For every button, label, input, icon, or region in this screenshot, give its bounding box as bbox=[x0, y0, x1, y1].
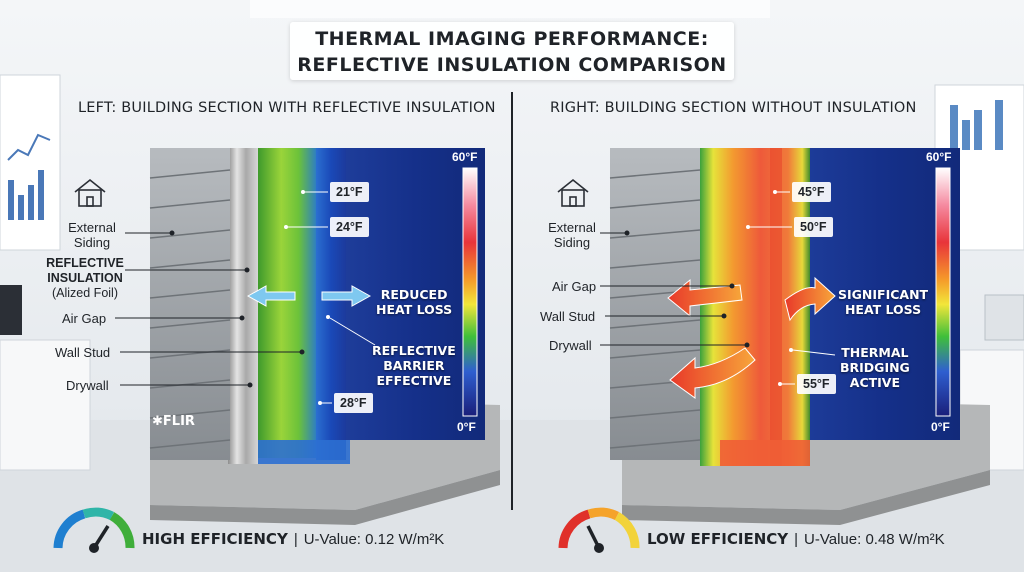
left-label-air-gap: Air Gap bbox=[62, 311, 107, 326]
reflect-arrows bbox=[246, 285, 372, 307]
left-label-drywall: Drywall bbox=[66, 378, 109, 393]
right-scale-max: 60°F bbox=[926, 150, 952, 164]
right-label-drywall: Drywall bbox=[549, 338, 592, 353]
left-panel-heading: LEFT: BUILDING SECTION WITH REFLECTIVE I… bbox=[78, 100, 496, 116]
left-temp-tag-1: 21°F bbox=[330, 182, 369, 202]
gauge-icon-left bbox=[53, 507, 135, 553]
right-temp-tag-2: 50°F bbox=[794, 217, 833, 237]
right-label-wall-stud: Wall Stud bbox=[540, 309, 596, 324]
house-icon-left bbox=[74, 178, 106, 207]
right-label-air-gap: Air Gap bbox=[552, 279, 597, 294]
left-label-insulation: REFLECTIVE INSULATION (Alized Foil) bbox=[46, 256, 124, 300]
heat-loss-arrows bbox=[667, 276, 836, 399]
left-scale-max: 60°F bbox=[452, 150, 478, 164]
left-label-wall-stud: Wall Stud bbox=[55, 345, 111, 360]
right-callout-thermal-bridging: THERMAL BRIDGING ACTIVE bbox=[840, 345, 910, 390]
left-temp-tag-2: 24°F bbox=[330, 217, 369, 237]
left-efficiency-rating: HIGH EFFICIENCY|U-Value: 0.12 W/m²K bbox=[142, 530, 445, 548]
house-icon-right bbox=[557, 178, 589, 207]
gauge-icon-right bbox=[558, 507, 640, 553]
right-callout-significant-heat-loss: SIGNIFICANT HEAT LOSS bbox=[838, 287, 929, 317]
right-scale-min: 0°F bbox=[931, 420, 950, 434]
right-panel-heading: RIGHT: BUILDING SECTION WITHOUT INSULATI… bbox=[550, 100, 917, 116]
left-label-siding: External Siding bbox=[68, 220, 116, 250]
right-temp-tag-3: 55°F bbox=[797, 374, 836, 394]
title-line-1: THERMAL IMAGING PERFORMANCE: bbox=[315, 28, 709, 50]
flir-logo: ✱FLIR bbox=[152, 414, 195, 429]
left-callout-barrier-effective: REFLECTIVE BARRIER EFFECTIVE bbox=[372, 343, 456, 388]
right-temp-tag-1: 45°F bbox=[792, 182, 831, 202]
right-label-siding: External Siding bbox=[548, 220, 596, 250]
left-callout-reduced-heat-loss: REDUCED HEAT LOSS bbox=[376, 287, 453, 317]
right-efficiency-rating: LOW EFFICIENCY|U-Value: 0.48 W/m²K bbox=[647, 530, 945, 548]
left-temp-tag-3: 28°F bbox=[334, 393, 373, 413]
title-line-2: REFLECTIVE INSULATION COMPARISON bbox=[297, 54, 727, 76]
title-box: THERMAL IMAGING PERFORMANCE: REFLECTIVE … bbox=[290, 22, 734, 80]
left-scale-min: 0°F bbox=[457, 420, 476, 434]
